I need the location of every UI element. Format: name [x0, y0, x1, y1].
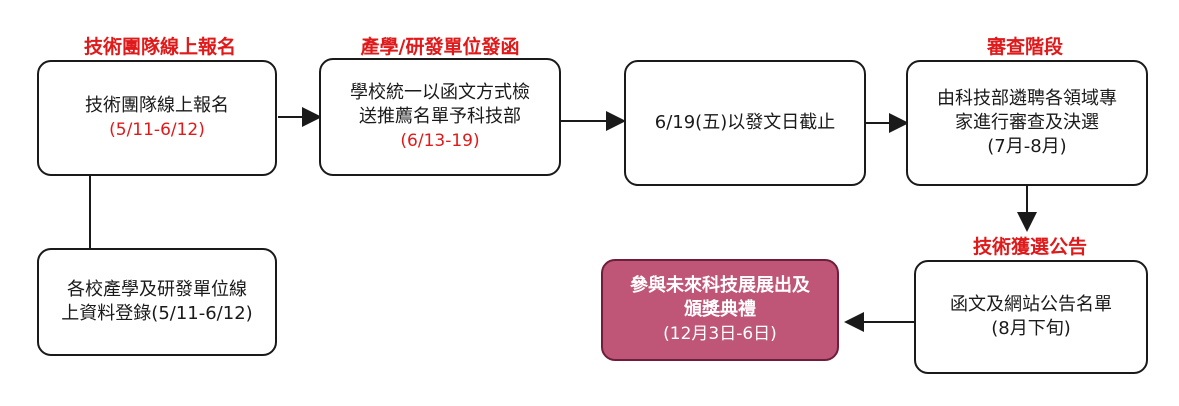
box-school-recommendation-date: (6/13-19) — [400, 131, 480, 151]
box-official-announcement-date: (8月下旬) — [991, 318, 1071, 339]
box-expert-review-date: (7月-8月) — [987, 136, 1067, 157]
stage-label-team-registration: 技術團隊線上報名 — [83, 36, 236, 58]
box-school-recommendation: 學校統一以函文方式檢 送推薦名單予科技部 (6/13-19) — [319, 58, 561, 176]
box-exhibition-line2: 頒獎典禮 — [684, 299, 756, 320]
box-online-registration: 技術團隊線上報名 (5/11-6/12) — [37, 60, 277, 176]
stage-label-review: 審查階段 — [986, 36, 1063, 58]
box-expert-review: 由科技部遴聘各領域專 家進行審查及決選 (7月-8月) — [906, 60, 1148, 186]
box-exhibition-line1: 參與未來科技展展出及 — [630, 275, 810, 296]
box-deadline: 6/19(五)以發文日截止 — [624, 60, 866, 186]
box-online-registration-date: (5/11-6/12) — [109, 120, 205, 140]
box-school-recommendation-line1: 學校統一以函文方式檢 — [350, 82, 530, 103]
box-deadline-text: 6/19(五)以發文日截止 — [654, 112, 836, 133]
box-official-announcement: 函文及網站公告名單 (8月下旬) — [914, 260, 1148, 374]
box-school-login-line1: 各校產學及研發單位線 — [67, 279, 247, 300]
box-official-announcement-line1: 函文及網站公告名單 — [950, 294, 1112, 315]
box-expert-review-line1: 由科技部遴聘各領域專 — [937, 88, 1117, 109]
box-school-recommendation-line2: 送推薦名單予科技部 — [359, 106, 521, 127]
box-exhibition-date: (12月3日-6日) — [663, 324, 777, 344]
box-school-login-line2: 上資料登錄(5/11-6/12) — [61, 303, 253, 324]
stage-label-unit-submission: 產學/研發單位發函 — [360, 36, 520, 58]
box-online-registration-title: 技術團隊線上報名 — [85, 95, 229, 116]
box-exhibition: 參與未來科技展展出及 頒獎典禮 (12月3日-6日) — [601, 259, 839, 361]
box-school-login: 各校產學及研發單位線 上資料登錄(5/11-6/12) — [37, 248, 277, 356]
box-expert-review-line2: 家進行審查及決選 — [955, 112, 1099, 133]
stage-label-announcement: 技術獲選公告 — [972, 236, 1087, 258]
